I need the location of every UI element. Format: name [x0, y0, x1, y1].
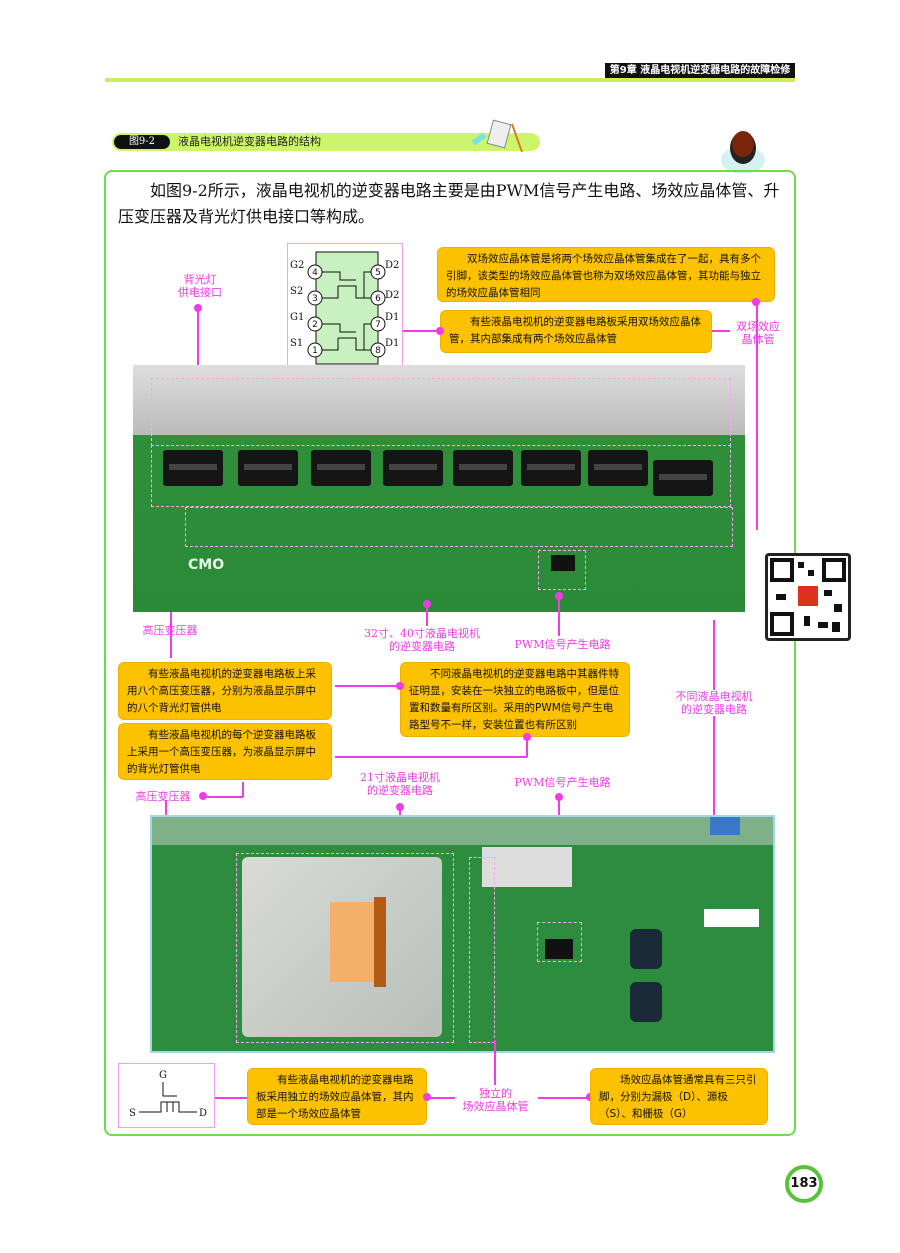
inverter-board-photo-21 — [150, 815, 775, 1053]
pwm-chip — [545, 939, 573, 959]
source-label: S — [129, 1108, 136, 1119]
brand-logo: CMO — [188, 557, 225, 573]
qr-code — [765, 553, 851, 641]
connector-dot — [423, 600, 431, 608]
label-pwm-2: PWM信号产生电路 — [514, 776, 611, 789]
pin-number: 4 — [312, 268, 318, 278]
drain-label: D — [199, 1108, 207, 1119]
pin-label: D2 — [385, 290, 399, 301]
connector-line — [494, 1040, 496, 1085]
label-dual-fet: 双场效应 晶体管 — [736, 320, 780, 346]
pin-number: 2 — [312, 320, 318, 330]
connector-line — [403, 330, 440, 332]
callout-eight-transformers: 有些液晶电视机的逆变器电路板上采用八个高压变压器，分别为液晶显示屏中的八个背光灯… — [118, 662, 332, 720]
connector-line — [215, 1097, 247, 1099]
pin-label: G2 — [290, 260, 304, 271]
header-rule — [105, 78, 795, 82]
pin-label: D1 — [385, 312, 399, 323]
connector-line — [713, 620, 715, 815]
pin-number: 8 — [375, 346, 381, 356]
figure-number: 图9-2 — [114, 135, 170, 149]
connector-line — [426, 606, 428, 626]
connector-line — [430, 1097, 455, 1099]
connector-line — [205, 796, 243, 798]
pin-number: 5 — [375, 268, 381, 278]
callout-single-fet-board: 有些液晶电视机的逆变器电路板采用独立的场效应晶体管，其内部是一个场效应晶体管 — [247, 1068, 427, 1125]
figure-title: 液晶电视机逆变器电路的结构 — [178, 135, 321, 148]
connector-dot — [523, 733, 531, 741]
pin-label: S1 — [290, 338, 303, 349]
callout-different-features: 不同液晶电视机的逆变器电路中其器件特征明显，安装在一块独立的电路板中，但是位置和… — [400, 662, 630, 737]
connector-dot — [555, 592, 563, 600]
notebook-pencil-icon — [471, 119, 523, 153]
page-number: 183 — [785, 1165, 823, 1203]
connector-dot — [199, 792, 207, 800]
connector-dot — [396, 803, 404, 811]
label-single-fet: 独立的 场效应晶体管 — [462, 1087, 529, 1113]
connector-line — [712, 330, 730, 332]
pin-label: D1 — [385, 338, 399, 349]
callout-dual-fet-board: 有些液晶电视机的逆变器电路板采用双场效应晶体管，其内部集成有两个场效应晶体管 — [440, 310, 712, 353]
inverter-board-photo-32-40: CMO — [133, 365, 745, 612]
chapter-header: 第9章 液晶电视机逆变器电路的故障检修 — [605, 63, 795, 78]
pwm-chip — [551, 555, 575, 571]
pin-number: 7 — [375, 320, 381, 330]
connector-line — [335, 685, 400, 687]
dual-fet-pinout-diagram: G2 S2 G1 S1 D2 D2 D1 D1 4 3 2 1 5 6 7 8 — [287, 243, 403, 367]
pin-number: 1 — [312, 346, 318, 356]
callout-dual-fet-description: 双场效应晶体管是将两个场效应晶体管集成在了一起，具有多个引脚，该类型的场效应晶体… — [437, 247, 775, 302]
connector-line — [538, 1097, 590, 1099]
reader-avatar-icon — [721, 131, 765, 173]
pin-label: S2 — [290, 286, 303, 297]
connector-dot — [423, 1093, 431, 1101]
pin-label: D2 — [385, 260, 399, 271]
label-different-inverters: 不同液晶电视机 的逆变器电路 — [660, 690, 768, 716]
dual-fet-symbol: G2 S2 G1 S1 D2 D2 D1 D1 4 3 2 1 5 6 7 8 — [290, 251, 399, 365]
connector-dot — [436, 327, 444, 335]
connector-dot — [752, 298, 760, 306]
connector-line — [558, 598, 560, 636]
label-inverter-21: 21寸液晶电视机 的逆变器电路 — [360, 771, 440, 797]
pin-number: 6 — [375, 294, 381, 304]
callout-one-transformer: 有些液晶电视机的每个逆变器电路板上采用一个高压变压器，为液晶显示屏中的背光灯管供… — [118, 723, 332, 780]
label-inverter-32-40: 32寸、40寸液晶电视机 的逆变器电路 — [364, 627, 480, 653]
connector-line — [197, 310, 199, 380]
figure-frame — [104, 170, 796, 1136]
label-pwm-1: PWM信号产生电路 — [514, 638, 611, 651]
label-backlight-connector: 背光灯 供电接口 — [178, 273, 222, 299]
connector-dot — [194, 304, 202, 312]
fet-symbol: G S D — [129, 1070, 207, 1119]
label-hv-transformer-2: 高压变压器 — [135, 790, 191, 803]
connector-line — [335, 756, 527, 758]
connector-dot — [396, 682, 404, 690]
connector-dot — [555, 793, 563, 801]
connector-line — [170, 612, 172, 658]
figure-caption-bar — [112, 133, 540, 151]
connector-line — [756, 302, 758, 530]
pin-number: 3 — [312, 294, 318, 304]
callout-fet-pins: 场效应晶体管通常具有三只引脚，分别为漏极（D）、源极（S）、和栅极（G） — [590, 1068, 768, 1125]
connector-line — [526, 737, 528, 757]
qr-pattern — [770, 558, 846, 636]
connector-line — [242, 782, 244, 797]
single-fet-symbol-box: G S D — [118, 1063, 215, 1128]
intro-paragraph: 如图9-2所示，液晶电视机的逆变器电路主要是由PWM信号产生电路、场效应晶体管、… — [118, 181, 780, 226]
pin-label: G1 — [290, 312, 304, 323]
gate-label: G — [159, 1070, 167, 1081]
